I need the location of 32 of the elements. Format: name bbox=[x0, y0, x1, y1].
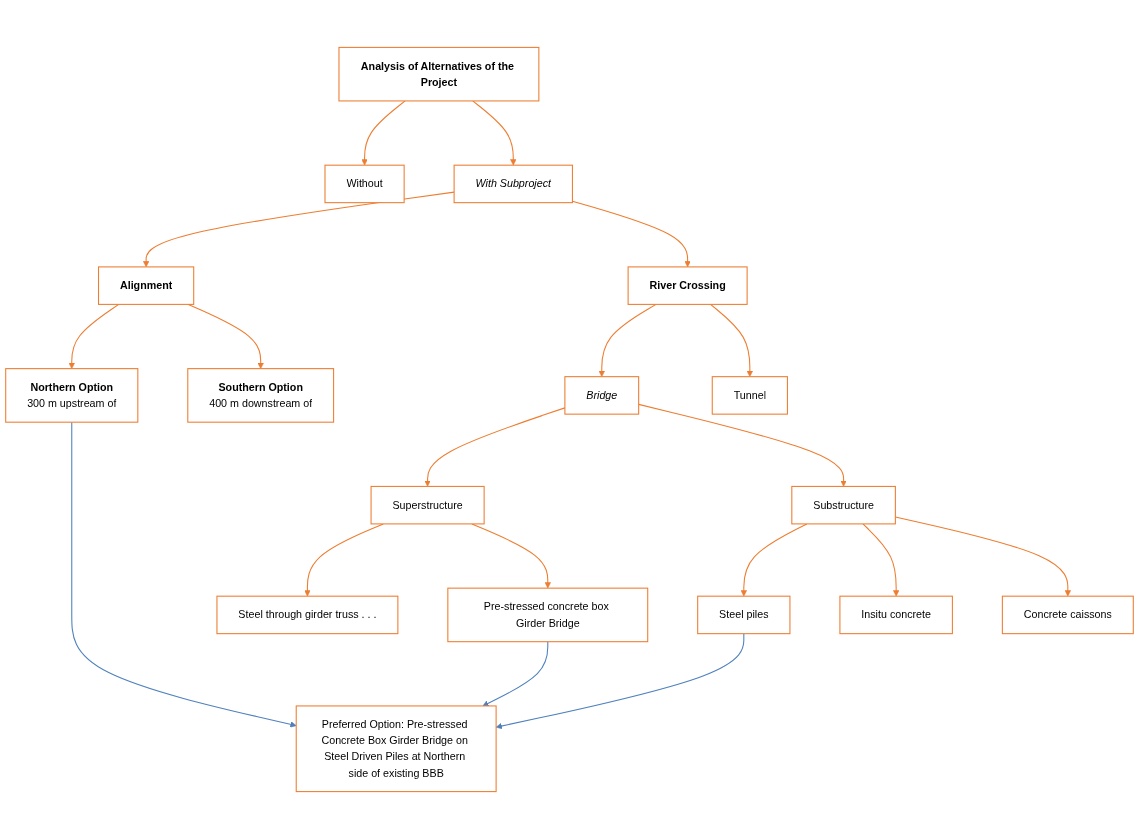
arrow bbox=[71, 421, 297, 728]
arrow bbox=[862, 523, 900, 597]
arrow bbox=[472, 100, 517, 166]
node-box: Southern Option 400 m downstream of bbox=[187, 368, 335, 423]
node-box: With Subproject bbox=[453, 164, 573, 204]
node-box: Pre-stressed concrete box Girder Bridge bbox=[447, 587, 649, 643]
node-box: Alignment bbox=[98, 266, 195, 305]
node-box: Superstructure bbox=[370, 485, 485, 525]
arrow bbox=[304, 523, 384, 597]
node-box: River Crossing bbox=[627, 266, 748, 305]
arrow bbox=[482, 641, 549, 707]
node-box: Steel through girder truss . . . bbox=[216, 595, 399, 635]
node-box: Concrete caissons bbox=[1001, 595, 1134, 635]
arrow bbox=[638, 403, 847, 487]
arrow bbox=[710, 303, 753, 377]
arrow bbox=[571, 200, 691, 268]
node-box: Steel piles bbox=[697, 595, 791, 635]
node-box: Insitu concrete bbox=[839, 595, 953, 635]
arrow bbox=[187, 303, 264, 369]
arrow bbox=[361, 100, 406, 166]
arrow bbox=[740, 523, 808, 597]
node-box: Bridge bbox=[564, 376, 640, 415]
arrow bbox=[471, 523, 551, 589]
arrow bbox=[598, 303, 657, 377]
node-box: Northern Option 300 m upstream of bbox=[5, 368, 139, 423]
node-box: Preferred Option: Pre-stressed Concrete Box Girder Bridge on Steel Driven Piles at Northern side of existing BBB bbox=[295, 705, 497, 793]
arrow bbox=[143, 191, 455, 268]
arrow bbox=[68, 303, 120, 369]
node-box: Analysis of Alternatives of the Project bbox=[338, 46, 540, 102]
node-box: Without bbox=[324, 164, 405, 204]
node-box: Substructure bbox=[791, 485, 896, 525]
node-box: Tunnel bbox=[711, 376, 788, 415]
